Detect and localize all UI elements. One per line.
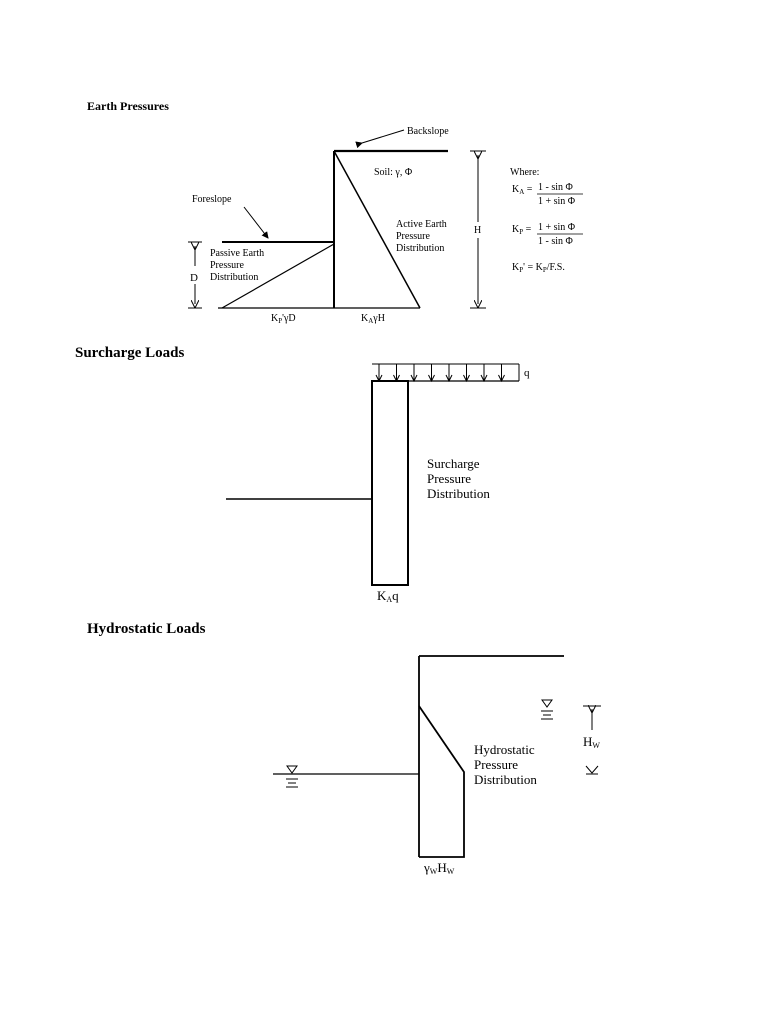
active-base-label: KAγH — [361, 313, 385, 325]
surcharge-pressure-rect — [371, 380, 409, 586]
passive-pressure-line — [221, 243, 335, 309]
passive-base-label: KP'γD — [271, 313, 296, 325]
surcharge-q-label: q — [524, 367, 530, 379]
earth-pressures-heading: Earth Pressures — [87, 99, 169, 113]
surcharge-heading: Surcharge Loads — [75, 345, 184, 361]
hydrostatic-heading: Hydrostatic Loads — [87, 621, 206, 637]
hw-dim-label: HW — [583, 734, 600, 750]
surcharge-base-label: KAq — [377, 588, 399, 604]
passive-label: Passive Earth Pressure Distribution — [210, 248, 267, 283]
water-table-icon-front — [286, 765, 298, 788]
hydrostatic-base-label: γWHW — [423, 860, 455, 876]
backslope-label: Backslope — [407, 126, 449, 137]
surcharge-load-arrowhead — [498, 374, 505, 383]
surcharge-load-arrowhead — [463, 374, 470, 383]
hydrostatic-label: Hydrostatic Pressure Distribution — [474, 742, 538, 787]
hydrostatic-section: Hydrostatic Loads HW Hydrostatic — [87, 621, 601, 876]
backslope-leader — [355, 129, 405, 149]
ka-denominator: 1 + sin Φ — [538, 196, 575, 207]
d-dim-label: D — [190, 272, 198, 284]
water-table-icon-back — [541, 699, 553, 720]
where-label: Where: — [510, 167, 539, 178]
active-pressure-line — [333, 150, 421, 309]
hw-dim-arrow-bottom — [585, 765, 599, 774]
foreslope-label: Foreslope — [192, 194, 232, 205]
surcharge-section: Surcharge Loads q Surcharge Pressure Dis… — [75, 345, 530, 604]
kp-lhs: KP = — [512, 224, 532, 236]
surcharge-label: Surcharge Pressure Distribution — [427, 456, 490, 501]
formula-block: Where: KA = 1 - sin Φ 1 + sin Φ KP = 1 +… — [510, 167, 583, 274]
active-label: Active Earth Pressure Distribution — [396, 219, 449, 254]
kp-denominator: 1 - sin Φ — [538, 236, 573, 247]
surcharge-load-arrowhead — [445, 374, 453, 383]
earth-pressures-section: Earth Pressures Backslope Soil: γ, Φ For… — [87, 99, 583, 325]
kp-prime-formula: KP' = KP/F.S. — [512, 262, 565, 274]
h-dim-label: H — [474, 225, 481, 236]
ka-numerator: 1 - sin Φ — [538, 182, 573, 193]
foreslope-leader — [243, 206, 269, 239]
surcharge-load-arrowhead — [410, 374, 418, 383]
surcharge-load-arrowhead — [428, 374, 435, 383]
soil-label: Soil: γ, Φ — [374, 167, 412, 178]
surcharge-load-arrows — [375, 364, 505, 383]
ka-lhs: KA = — [512, 184, 533, 196]
kp-numerator: 1 + sin Φ — [538, 222, 575, 233]
hydro-pressure-profile — [418, 705, 465, 858]
surcharge-load-arrowhead — [480, 374, 488, 383]
